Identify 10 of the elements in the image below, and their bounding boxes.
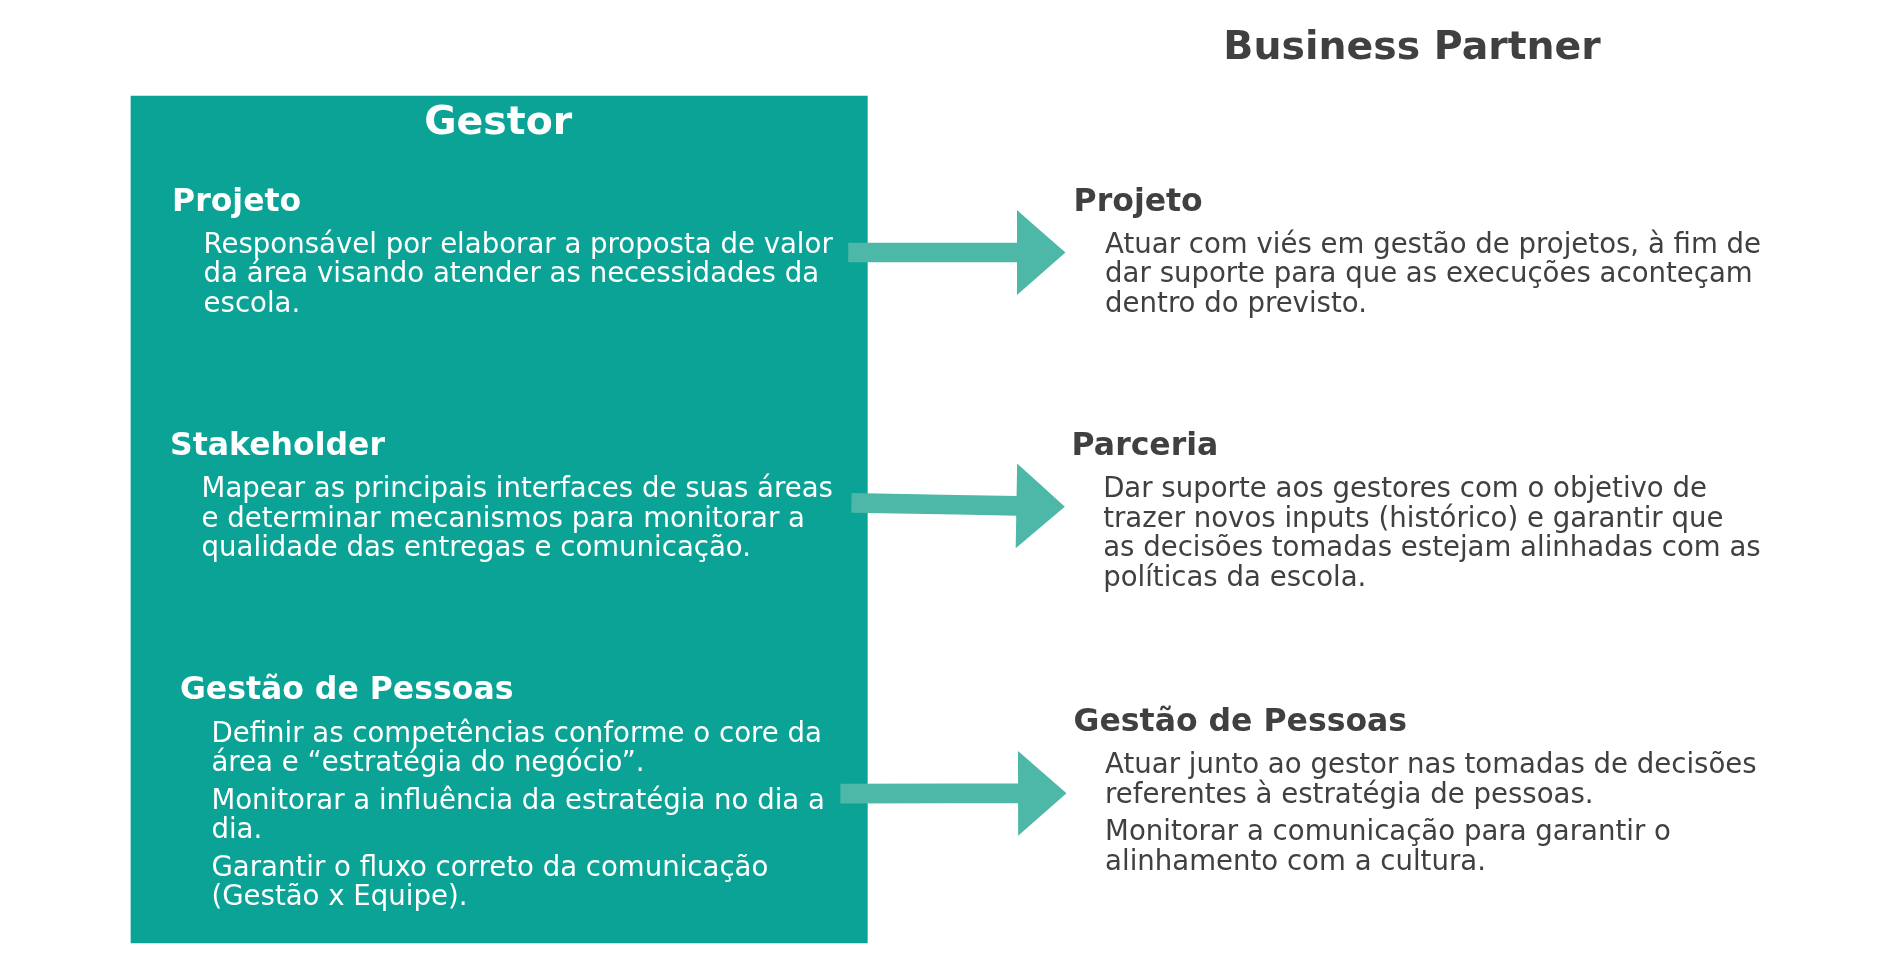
label: Business Partner — [1222, 22, 1601, 69]
node-text: Gestão de Pessoas Atuar junto ao gestor nas tomadas de decisões referentes à estratégia de pessoas. Monitorar a comunicação para garantir o alinhamento com a cultura. — [1073, 701, 1757, 877]
node-text: Gestão de Pessoas Definir as competências conforme o core da área e “estratégia do negócio”. Monitorar a influência da estratégia no dia a dia. Garantir o fluxo correto da comunicação (Gestão x Equipe). — [179, 670, 825, 913]
arrow — [839, 750, 1067, 836]
node-text: Projeto Responsável por elaborar a proposta de valor da área visando atender as necessidades da escola. — [171, 181, 833, 320]
arrow — [847, 210, 1065, 295]
arrow — [850, 463, 1065, 549]
node-text: Projeto Atuar com viés em gestão de projetos, à fim de dar suporte para que as execuções aconteçam dentro do previsto. — [1073, 181, 1761, 320]
node-text: Parceria Dar suporte aos gestores com o objetivo de trazer novos inputs (histórico) e garantir que as decisões tomadas estejam alinhadas com as políticas da escola. — [1071, 426, 1761, 593]
node-text: Stakeholder Mapear as principais interfaces de suas áreas e determinar mecanismos para monitorar a qualidade das entregas e comunicação. — [169, 426, 833, 564]
